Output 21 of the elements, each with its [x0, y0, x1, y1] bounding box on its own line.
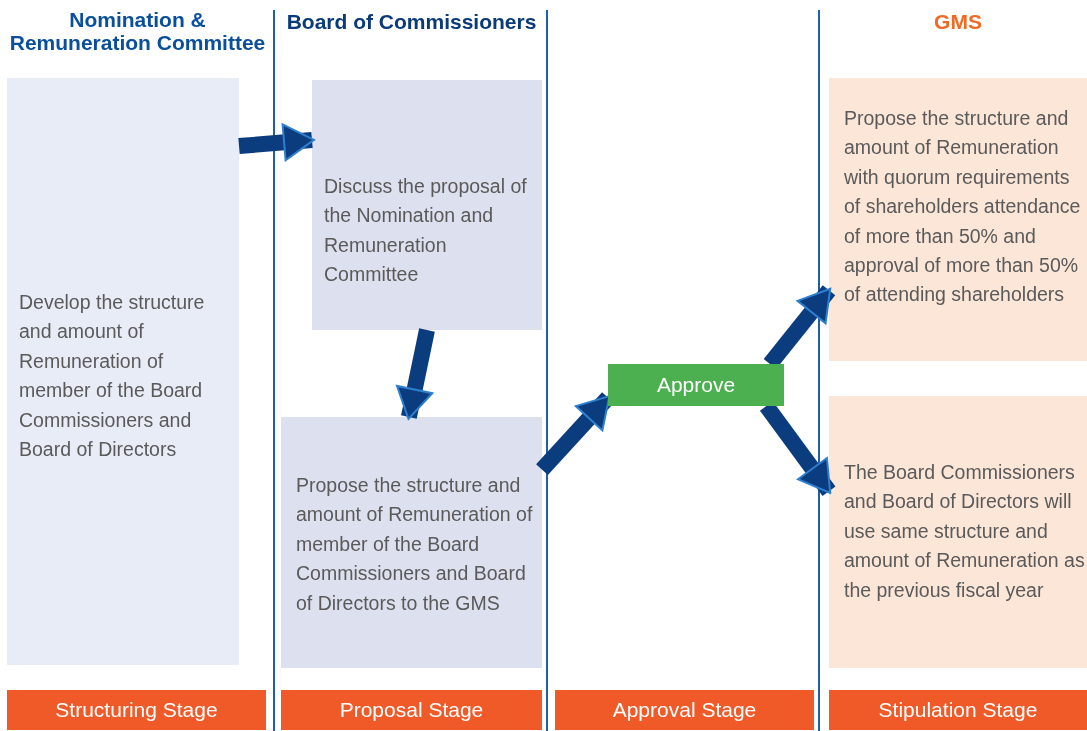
- process-box: [312, 80, 542, 330]
- lane-heading: Nomination & Remuneration Committee: [8, 8, 267, 54]
- box-text: Propose the structure and amount of Remuneration with quorum requirements of shareholders attendance of more than 50% and approval of more than 50% of attending shareholders: [844, 106, 1082, 308]
- lane-heading: GMS: [933, 10, 983, 33]
- process-box: [829, 78, 1087, 361]
- box-text: Discuss the proposal of the Nomination and Remuneration Committee: [324, 174, 528, 288]
- process-box: [7, 78, 239, 665]
- arrow: [238, 123, 315, 162]
- stage-bar: Approval Stage: [555, 690, 814, 730]
- arrow: [395, 328, 435, 420]
- box-text: The Board Commissioners and Board of Directors will use same structure and amount of Remuneration as the previous fiscal year: [844, 460, 1086, 603]
- process-box: [281, 417, 542, 668]
- decision-box: Approve: [608, 364, 784, 406]
- stage-bar: Proposal Stage: [281, 690, 542, 730]
- box-text: Develop the structure and amount of Remuneration of member of the Board Commissioners and Board of Directors: [19, 290, 206, 463]
- arrow: [536, 392, 614, 476]
- lane-heading: Board of Commissioners: [285, 10, 538, 33]
- box-text: Propose the structure and amount of Remuneration of member of the Board Commissioners and Board of Directors to the GMS: [296, 473, 534, 616]
- stage-bar: Structuring Stage: [7, 690, 266, 730]
- stage-bar: Stipulation Stage: [829, 690, 1087, 730]
- process-box: [829, 396, 1087, 668]
